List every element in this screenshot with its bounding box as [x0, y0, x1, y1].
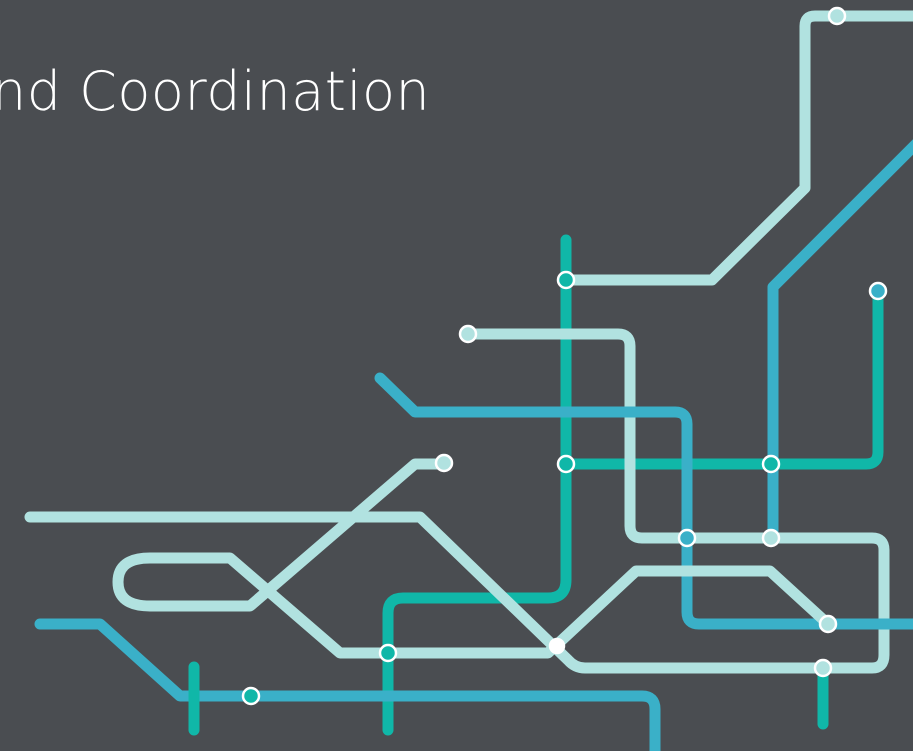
station-center-top	[556, 270, 576, 290]
station-right-top	[868, 281, 888, 301]
station-blue-cross	[677, 528, 697, 548]
station-center-cross	[556, 454, 576, 474]
station-light-cross	[761, 528, 781, 548]
metro-line-teal-horizontal	[560, 285, 884, 470]
station-junction-white	[548, 637, 566, 655]
station-loop-start	[458, 324, 478, 344]
station-diagonal-end	[434, 453, 454, 473]
metro-line-blue-middle	[374, 372, 913, 630]
station-bottom-center	[378, 643, 398, 663]
station-bottom-left	[241, 686, 261, 706]
metro-line-light-top	[560, 10, 913, 286]
metro-line-blue-bottom	[34, 618, 661, 751]
station-right-junction	[818, 614, 838, 634]
metro-line-blue-diagonal	[767, 139, 913, 544]
station-right-cross	[761, 454, 781, 474]
metro-line-teal-center	[382, 234, 572, 736]
metro-line-light-diagonal	[112, 458, 834, 659]
station-bottom-right	[813, 658, 833, 678]
metro-line-light-loop	[24, 328, 890, 674]
slide-title: nd Coordination	[0, 60, 431, 123]
station-top-right	[827, 6, 847, 26]
